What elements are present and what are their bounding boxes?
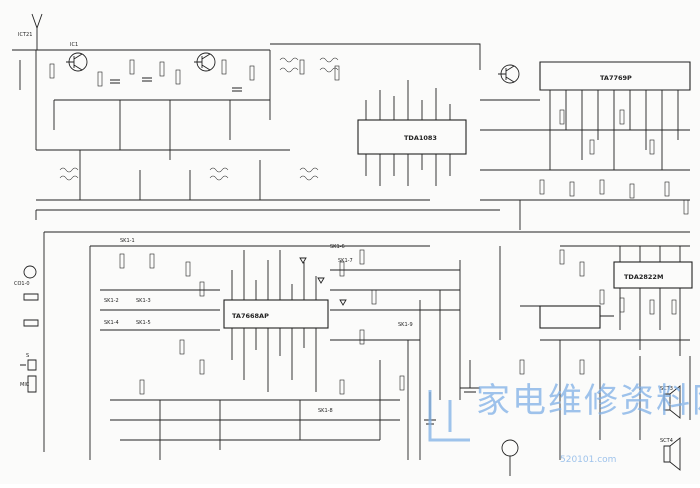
mid-components — [100, 249, 461, 460]
watermark-logo — [428, 390, 470, 442]
middle-buses — [43, 231, 520, 460]
switch-label-5: SK1-5 — [136, 320, 151, 326]
top-rail — [12, 49, 271, 150]
right-bottom-wiring — [520, 305, 691, 460]
speaker-2-label: SCT4 — [660, 438, 673, 444]
switch-label-7: SK1-7 — [338, 258, 353, 264]
switch-label-4: SK1-4 — [104, 320, 119, 326]
switch-label-8: SK1-8 — [318, 408, 333, 414]
transistor-q3 — [498, 64, 520, 84]
jack-label: CO1-0 — [14, 281, 30, 287]
switch-label-2: SK1-2 — [104, 298, 119, 304]
watermark-text: 家电维修资料网 — [476, 381, 700, 421]
switch-label-1: SK1-1 — [120, 238, 135, 244]
ic301-label: TDA2822M — [624, 273, 663, 281]
right-bottom-components — [460, 249, 677, 393]
right-middle-buses — [499, 231, 690, 340]
rf-components — [35, 57, 500, 220]
ic301-body — [613, 261, 693, 289]
motor-symbol — [501, 439, 519, 476]
speaker-2 — [663, 437, 681, 471]
ic201-body — [357, 119, 467, 155]
ic101-label: TA7668AP — [232, 312, 269, 320]
top-rail-2 — [270, 43, 481, 70]
ic202-body — [539, 61, 691, 91]
transistor-q2 — [194, 52, 216, 72]
switch-label-3: SK1-3 — [136, 298, 151, 304]
speaker-1 — [663, 385, 681, 419]
jack-symbols — [20, 265, 39, 371]
switch-label-9: SK1-9 — [398, 322, 413, 328]
antenna-symbol — [31, 13, 43, 50]
mic-label: MIC — [20, 382, 30, 388]
ic101-body — [223, 299, 329, 329]
watermark-url: 520101.com — [560, 455, 616, 465]
mic-symbol — [27, 375, 37, 393]
switch-label-6: SK1-6 — [330, 244, 345, 250]
ground-label: S — [26, 353, 29, 359]
regulator-body — [539, 305, 601, 329]
antenna-label: ICT21 — [18, 32, 32, 38]
transistor-q1 — [66, 52, 88, 72]
speaker-1-label: SCT3 — [660, 386, 673, 392]
ic202-label: TA7769P — [600, 74, 632, 82]
right-top-buses — [480, 99, 690, 230]
right-top-resistors — [539, 109, 689, 215]
ic201-label: TDA1083 — [404, 134, 437, 142]
ic101-pins — [231, 250, 317, 392]
transistor-q1-label: IC1 — [70, 42, 78, 48]
ic201-pins — [365, 80, 451, 186]
